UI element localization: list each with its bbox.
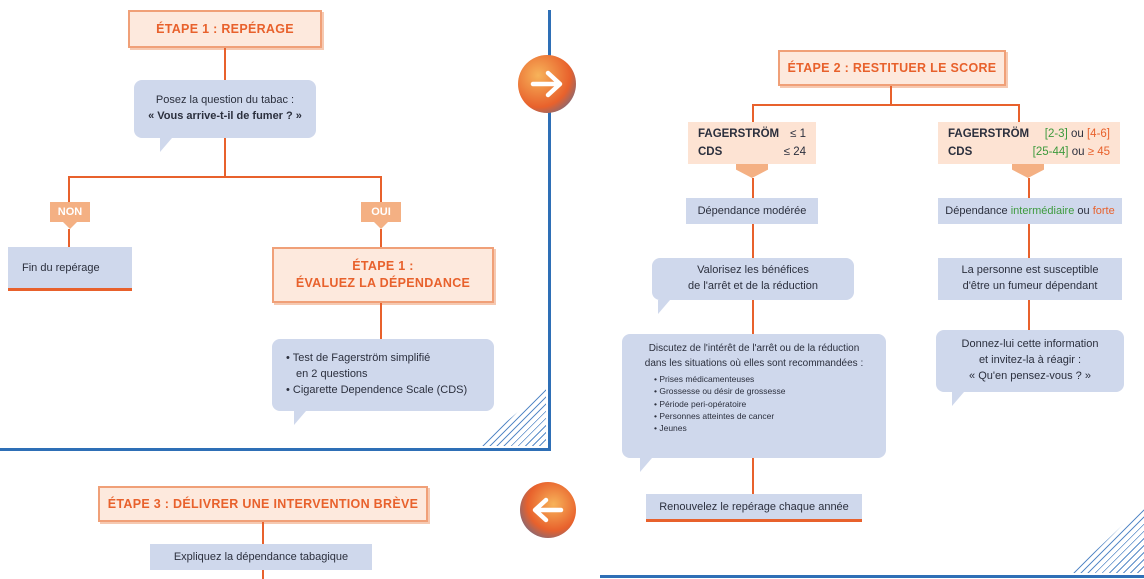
connector — [752, 224, 754, 258]
step1-reperage-box: ÉTAPE 1 : REPÉRAGE — [128, 10, 322, 48]
score-low-pointer — [736, 164, 768, 178]
connector — [68, 176, 381, 178]
bubble-tail — [160, 138, 172, 152]
discutez-bubble: Discutez de l'intérêt de l'arrêt ou de l… — [622, 334, 886, 458]
connector — [752, 300, 754, 334]
connector — [380, 176, 382, 202]
test-item-1-continued: en 2 questions — [296, 368, 368, 381]
connector — [68, 176, 70, 202]
tests-bubble: • Test de Fagerström simplifié en 2 ques… — [272, 339, 494, 411]
non-label: NON — [57, 206, 83, 218]
donnez-line1: Donnez-lui cette information — [961, 338, 1099, 351]
step2-restituer-box: ÉTAPE 2 : RESTITUER LE SCORE — [778, 50, 1006, 86]
question-line2: « Vous arrive-t-il de fumer ? » — [148, 110, 302, 122]
personne-line2: d'être un fumeur dépendant — [962, 280, 1098, 292]
personne-box: La personne est susceptible d'être un fu… — [938, 258, 1122, 300]
non-tag-pointer — [63, 222, 77, 229]
score-cds-label: CDS — [698, 146, 723, 158]
arrow-right-icon — [530, 70, 563, 98]
renouvelez-label: Renouvelez le repérage chaque année — [659, 500, 849, 513]
score-fag-range: [2-3] ou [4-6] — [1044, 128, 1110, 140]
donnez-bubble: Donnez-lui cette information et invitez-… — [936, 330, 1124, 392]
connector — [752, 458, 754, 494]
donnez-line3: « Qu'en pensez-vous ? » — [969, 369, 1091, 382]
situation-item: Période peri-opératoire — [654, 398, 886, 410]
evaluez-line1: ÉTAPE 1 : — [352, 258, 414, 273]
oui-label: OUI — [371, 206, 391, 218]
connector — [380, 303, 382, 339]
dep-moderee: Dépendance modérée — [697, 205, 807, 217]
panel2-bottom-border — [600, 575, 1144, 578]
connector — [380, 229, 382, 247]
situation-item: Grossesse ou désir de grossesse — [654, 385, 886, 397]
valorisez-line1: Valorisez les bénéfices — [697, 264, 809, 277]
bubble-tail — [640, 458, 652, 472]
oui-tag: OUI — [361, 202, 401, 222]
bubble-tail — [294, 411, 306, 425]
score-high-pointer — [1012, 164, 1044, 178]
expliquez-label: Expliquez la dépendance tabagique — [173, 551, 349, 563]
panel1-right-border — [548, 10, 551, 450]
oui-tag-pointer — [374, 222, 388, 229]
step2-title: ÉTAPE 2 : RESTITUER LE SCORE — [787, 61, 997, 75]
connector — [262, 570, 264, 579]
test-item-2: • Cigarette Dependence Scale (CDS) — [286, 383, 468, 396]
situation-item: Personnes atteintes de cancer — [654, 410, 886, 422]
dependance-moderee-box: Dépendance modérée — [686, 198, 818, 224]
step1-evaluez-box: ÉTAPE 1 : ÉVALUEZ LA DÉPENDANCE — [272, 247, 494, 303]
connector — [224, 138, 226, 178]
score-cds-range: [25-44] ou ≥ 45 — [1032, 146, 1110, 158]
situation-item: Prises médicamenteuses — [654, 373, 886, 385]
fin-reperage-box: Fin du repérage — [8, 247, 132, 291]
renouvelez-box: Renouvelez le repérage chaque année — [646, 494, 862, 522]
panel2-hatch-decoration — [1072, 505, 1144, 573]
step3-title: ÉTAPE 3 : DÉLIVRER UNE INTERVENTION BRÈV… — [107, 497, 419, 511]
connector — [1018, 104, 1020, 122]
connector — [752, 104, 1020, 106]
connector — [262, 522, 264, 544]
connector — [752, 104, 754, 122]
dependance-forte-box: Dépendance intermédiaire ou forte — [938, 198, 1122, 224]
panel1-bottom-border — [0, 448, 551, 451]
test-item-1: • Test de Fagerström simplifié — [286, 352, 431, 365]
connector — [752, 178, 754, 198]
expliquez-box: Expliquez la dépendance tabagique — [150, 544, 372, 570]
score-fag-label: FAGERSTRÖM — [948, 128, 1030, 140]
arrow-left-icon — [532, 497, 564, 523]
previous-arrow-button[interactable] — [520, 482, 576, 538]
connector — [1028, 178, 1030, 198]
non-tag: NON — [50, 202, 90, 222]
situations-list: Prises médicamenteuses Grossesse ou dési… — [622, 373, 886, 435]
discutez-line2: dans les situations où elles sont recomm… — [644, 357, 864, 369]
score-cds-value: ≤ 24 — [783, 146, 806, 158]
situation-item: Jeunes — [654, 422, 886, 434]
connector — [224, 48, 226, 80]
score-fag-label: FAGERSTRÖM — [698, 128, 780, 140]
step3-intervention-box: ÉTAPE 3 : DÉLIVRER UNE INTERVENTION BRÈV… — [98, 486, 428, 522]
discutez-line1: Discutez de l'intérêt de l'arrêt ou de l… — [648, 343, 860, 354]
valorisez-bubble: Valorisez les bénéfices de l'arrêt et de… — [652, 258, 854, 300]
question-bubble: Posez la question du tabac : « Vous arri… — [134, 80, 316, 138]
fin-label: Fin du repérage — [22, 261, 100, 274]
connector — [1028, 224, 1030, 258]
donnez-line2: et invitez-la à réagir : — [978, 354, 1082, 367]
personne-line1: La personne est susceptible — [961, 264, 1099, 277]
evaluez-line2: ÉVALUEZ LA DÉPENDANCE — [295, 276, 471, 290]
step1-title: ÉTAPE 1 : REPÉRAGE — [156, 22, 294, 36]
score-high-box: FAGERSTRÖM [2-3] ou [4-6] CDS [25-44] ou… — [938, 122, 1120, 164]
score-cds-label: CDS — [948, 146, 973, 158]
score-fag-value: ≤ 1 — [790, 128, 806, 140]
bubble-tail — [952, 392, 964, 406]
valorisez-line2: de l'arrêt et de la réduction — [688, 280, 818, 292]
connector — [1028, 300, 1030, 330]
connector — [68, 229, 70, 247]
score-low-box: FAGERSTRÖM ≤ 1 CDS ≤ 24 — [688, 122, 816, 164]
next-arrow-button[interactable] — [518, 55, 576, 113]
question-line1: Posez la question du tabac : — [155, 94, 295, 107]
connector — [890, 86, 892, 104]
dep-right: Dépendance intermédiaire ou forte — [945, 205, 1115, 217]
bubble-tail — [658, 300, 670, 314]
